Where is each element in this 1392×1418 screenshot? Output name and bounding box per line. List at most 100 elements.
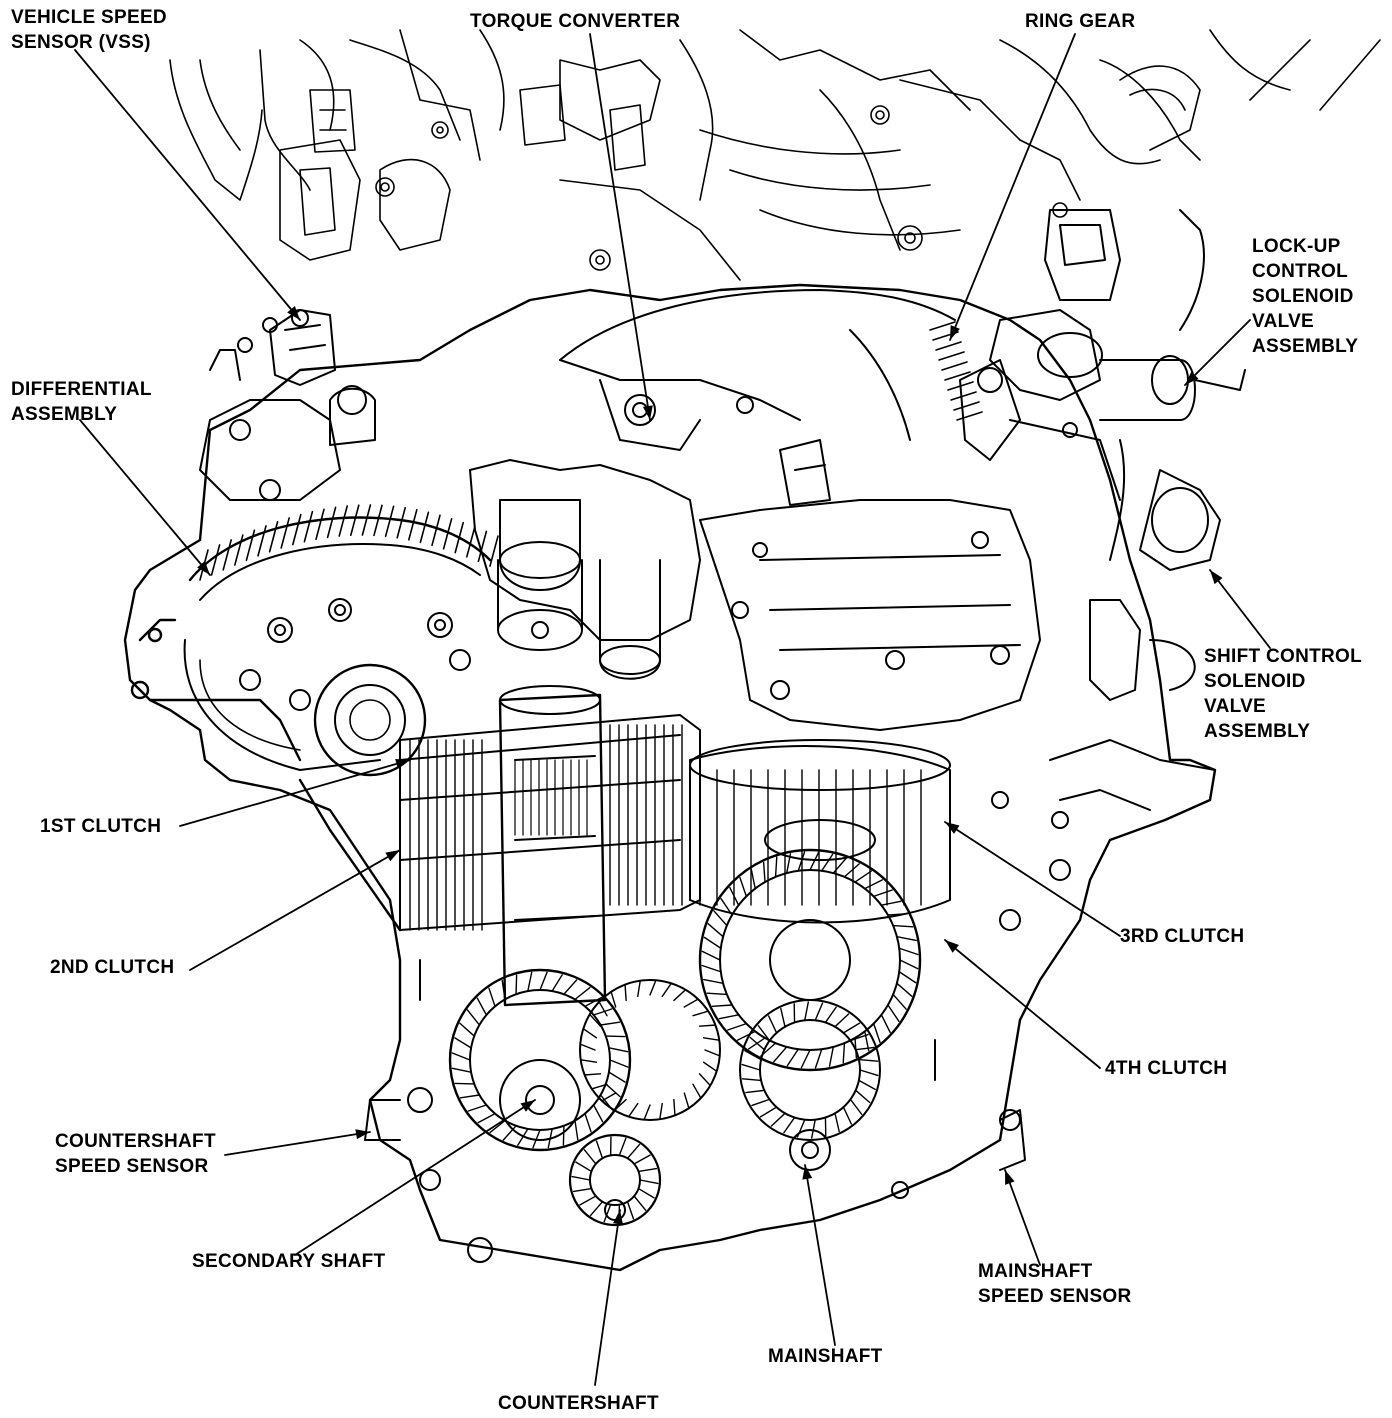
label-line: SPEED SENSOR: [978, 1286, 1132, 1307]
drawing-stroke: [628, 1102, 639, 1117]
drawing-stroke: [222, 539, 232, 571]
drawing-stroke: [757, 1025, 771, 1042]
label-line: SPEED SENSOR: [55, 1156, 209, 1177]
drawing-stroke: [701, 964, 722, 973]
drawing-stroke: [956, 411, 983, 421]
drawing-stroke: [849, 1098, 863, 1115]
drawing-stroke: [750, 868, 756, 890]
drawing-stroke: [584, 1112, 592, 1133]
arrow-heads: [197, 306, 1223, 1225]
arrow-head: [287, 306, 300, 320]
drawing-stroke: [849, 1033, 869, 1042]
vss-body: [199, 309, 376, 501]
drawing-stroke: [673, 1098, 676, 1116]
drawing-stroke: [633, 1195, 647, 1211]
drawing-stroke: [858, 1058, 879, 1062]
drawing-stroke: [759, 1106, 778, 1118]
drawing-stroke: [698, 1073, 711, 1086]
drawing-stroke: [459, 1094, 481, 1099]
drawing-stroke: [736, 1030, 756, 1041]
drawing-stroke: [562, 1125, 565, 1146]
drawing-stroke: [580, 1043, 596, 1051]
drawing-stroke: [609, 1059, 629, 1068]
drawing-stroke: [692, 1010, 708, 1017]
arrow-head: [197, 561, 210, 575]
drawing-stroke: [872, 889, 893, 898]
label-line: VEHICLE SPEED: [11, 7, 167, 28]
drawing-stroke: [575, 1161, 593, 1173]
drawing-stroke: [858, 1079, 876, 1091]
label-line: ASSEMBLY: [1252, 336, 1359, 357]
shift-solenoid-body: [991, 599, 1216, 931]
drawing-stroke: [702, 1037, 719, 1041]
drawing-stroke: [547, 1128, 553, 1149]
label-line: VALVE: [1252, 311, 1315, 332]
drawing-stroke: [602, 1092, 617, 1102]
drawing-stroke: [551, 974, 563, 992]
drawing-stroke: [477, 1112, 496, 1124]
arrow-head: [395, 759, 410, 769]
drawing-stroke: [673, 989, 686, 1002]
drawing-stroke: [592, 1104, 604, 1123]
drawing-stroke: [896, 936, 917, 942]
drawing-stroke: [563, 979, 578, 995]
label-2nd-clutch: 2ND CLUTCH: [50, 955, 174, 980]
drawing-stroke: [872, 1022, 881, 1043]
drawing-stroke: [796, 1119, 806, 1138]
label-line: SOLENOID: [1252, 286, 1354, 307]
drawing-stroke: [706, 992, 728, 996]
drawing-stroke: [584, 1073, 602, 1076]
drawing-stroke: [303, 510, 314, 543]
drawing-stroke: [739, 877, 748, 898]
drawing-stroke: [832, 857, 847, 874]
label-line: ASSEMBLY: [1204, 721, 1311, 742]
drawing-stroke: [579, 1195, 597, 1206]
drawing-stroke: [210, 544, 221, 576]
drawing-stroke: [854, 1089, 871, 1104]
drawing-stroke: [592, 1008, 613, 1016]
drawing-stroke: [637, 1187, 655, 1199]
drawing-stroke: [633, 1154, 651, 1165]
clutch-packs: [399, 685, 951, 1007]
drawing-stroke: [477, 530, 488, 563]
label-line: COUNTERSHAFT: [55, 1131, 216, 1152]
drawing-stroke: [780, 1007, 786, 1028]
drawing-stroke: [842, 1022, 861, 1034]
drawing-stroke: [718, 1014, 740, 1020]
label-line: MAINSHAFT: [978, 1261, 1093, 1282]
drawing-stroke: [618, 1137, 627, 1157]
drawing-stroke: [595, 1140, 604, 1160]
transmission-housing: [123, 283, 1217, 1272]
drawing-stroke: [701, 950, 721, 961]
drawing-stroke: [935, 341, 962, 351]
label-line: SECONDARY SHAFT: [192, 1251, 386, 1272]
drawing-stroke: [880, 1014, 891, 1034]
label-shift-control-solenoid-valve-assembly: SHIFT CONTROL SOLENOID VALVE ASSEMBLY: [1204, 644, 1362, 744]
drawing-stroke: [745, 1089, 766, 1094]
label-1st-clutch: 1ST CLUTCH: [40, 814, 161, 839]
label-lock-up-control-solenoid-valve-assembly: LOCK-UP CONTROL SOLENOID VALVE ASSEMBLY: [1252, 234, 1358, 359]
drawing-stroke: [834, 1013, 850, 1028]
drawing-stroke: [315, 508, 325, 541]
label-line: MAINSHAFT: [768, 1346, 883, 1367]
label-line: 3RD CLUTCH: [1120, 926, 1245, 947]
label-line: SENSOR (VSS): [11, 32, 151, 53]
drawing-stroke: [814, 1048, 823, 1069]
drawing-stroke: [467, 1104, 488, 1112]
drawing-stroke: [451, 1067, 472, 1073]
drawing-stroke: [749, 1036, 766, 1051]
drawing-stroke: [899, 959, 919, 970]
lockup-solenoid-body: [959, 209, 1246, 571]
arrow-head: [950, 325, 960, 340]
drawing-stroke: [703, 978, 724, 984]
drawing-stroke: [854, 1046, 875, 1051]
label-line: 4TH CLUTCH: [1105, 1058, 1228, 1079]
drawing-stroke: [880, 900, 902, 906]
label-mainshaft-speed-sensor: MAINSHAFT SPEED SENSOR: [978, 1259, 1132, 1309]
drawing-stroke: [800, 1049, 811, 1069]
label-countershaft: COUNTERSHAFT: [498, 1391, 659, 1416]
drawing-stroke: [373, 504, 383, 537]
drawing-stroke: [741, 1078, 762, 1082]
drawing-stroke: [326, 506, 337, 539]
